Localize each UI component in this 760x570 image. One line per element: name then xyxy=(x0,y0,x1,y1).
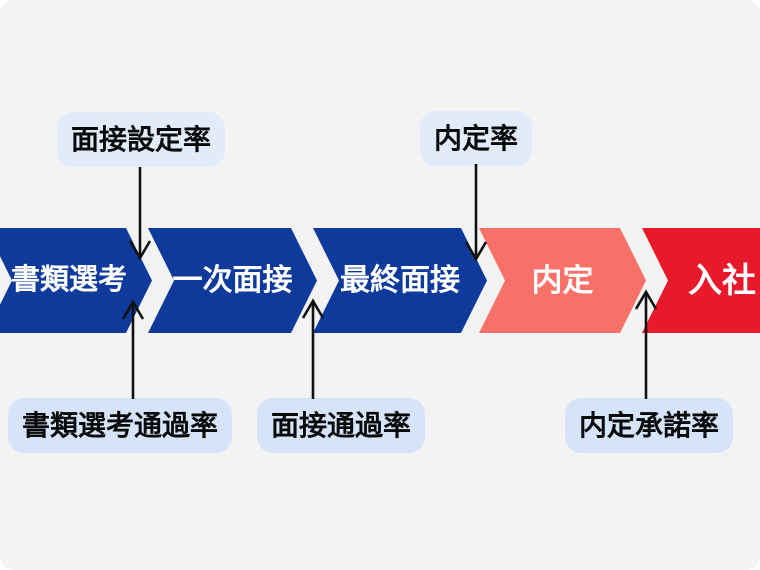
annotation-naitei-ritsu: 内定率 xyxy=(420,111,533,166)
annotation-label: 内定承諾率 xyxy=(579,409,720,441)
stage-saishu-mensetsu: 最終面接 xyxy=(313,228,487,333)
stage-nyusha: 入社 xyxy=(642,228,760,333)
stage-label: 入社 xyxy=(688,261,756,300)
arrow-up-naitei-shodaku-ritsu xyxy=(634,289,658,399)
annotation-label: 書類選考通過率 xyxy=(22,409,219,441)
annotation-shorui-senko-tsuka-ritsu: 書類選考通過率 xyxy=(8,398,233,453)
annotation-label: 面接通過率 xyxy=(271,409,412,441)
stage-label: 内定 xyxy=(531,263,594,298)
annotation-mensetsu-tsuka-ritsu: 面接通過率 xyxy=(257,398,426,453)
stage-shorui-senko: 書類選考 xyxy=(0,228,152,333)
annotation-label: 面接設定率 xyxy=(71,123,212,155)
stage-label: 一次面接 xyxy=(172,263,293,297)
arrow-up-mensetsu-tsuka-ritsu xyxy=(301,298,325,399)
stage-ichiji-mensetsu: 一次面接 xyxy=(148,228,317,333)
stage-label: 書類選考 xyxy=(10,264,127,296)
annotation-mensetsu-settei-ritsu: 面接設定率 xyxy=(57,112,226,167)
annotation-label: 内定率 xyxy=(434,122,519,154)
stage-label: 最終面接 xyxy=(340,263,460,297)
annotation-naitei-shodaku-ritsu: 内定承諾率 xyxy=(565,398,734,453)
stage-naitei: 内定 xyxy=(479,228,646,333)
